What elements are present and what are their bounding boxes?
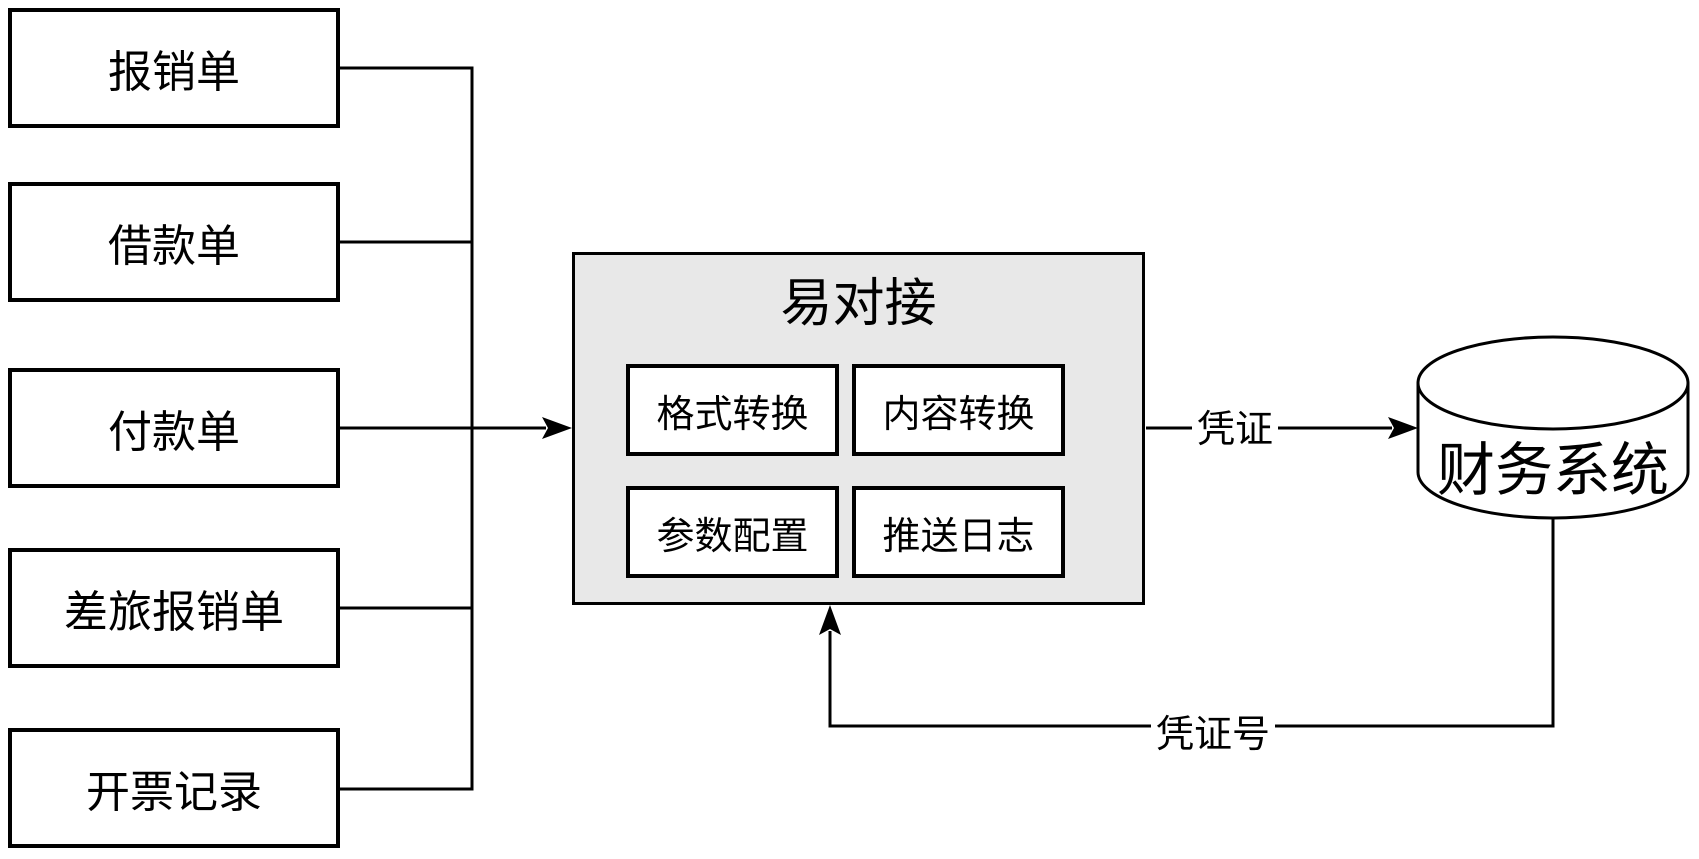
module-label: 推送日志	[882, 513, 1035, 558]
arrowhead-into-target	[1388, 417, 1418, 439]
source-node-label: 开票记录	[86, 767, 262, 818]
module-parameter-config: 参数配置	[626, 486, 839, 578]
edge-label-voucher-number: 凭证号	[1151, 710, 1275, 758]
source-node-loan-form: 借款单	[8, 182, 340, 302]
hub-title: 易对接	[780, 274, 937, 334]
source-node-label: 借款单	[108, 221, 240, 272]
source-node-expense-report: 报销单	[8, 8, 340, 128]
cylinder-top	[1416, 335, 1690, 431]
source-node-payment-order: 付款单	[8, 368, 340, 488]
source-node-label: 付款单	[108, 407, 240, 458]
target-node-label: 财务系统	[1436, 436, 1669, 504]
module-format-conversion: 格式转换	[626, 364, 839, 456]
source-node-label: 差旅报销单	[64, 587, 284, 638]
module-push-log: 推送日志	[852, 486, 1065, 578]
arrowhead-into-hub-bottom	[819, 605, 841, 635]
source-node-label: 报销单	[108, 47, 240, 98]
module-label: 格式转换	[656, 391, 809, 436]
module-label: 参数配置	[656, 513, 809, 558]
source-node-invoicing-record: 开票记录	[8, 728, 340, 848]
module-content-conversion: 内容转换	[852, 364, 1065, 456]
database-cylinder	[1416, 335, 1690, 520]
module-label: 内容转换	[882, 391, 1035, 436]
edge-label-voucher: 凭证	[1192, 405, 1278, 453]
arrowhead-into-hub	[542, 417, 572, 439]
source-node-travel-expense-report: 差旅报销单	[8, 548, 340, 668]
